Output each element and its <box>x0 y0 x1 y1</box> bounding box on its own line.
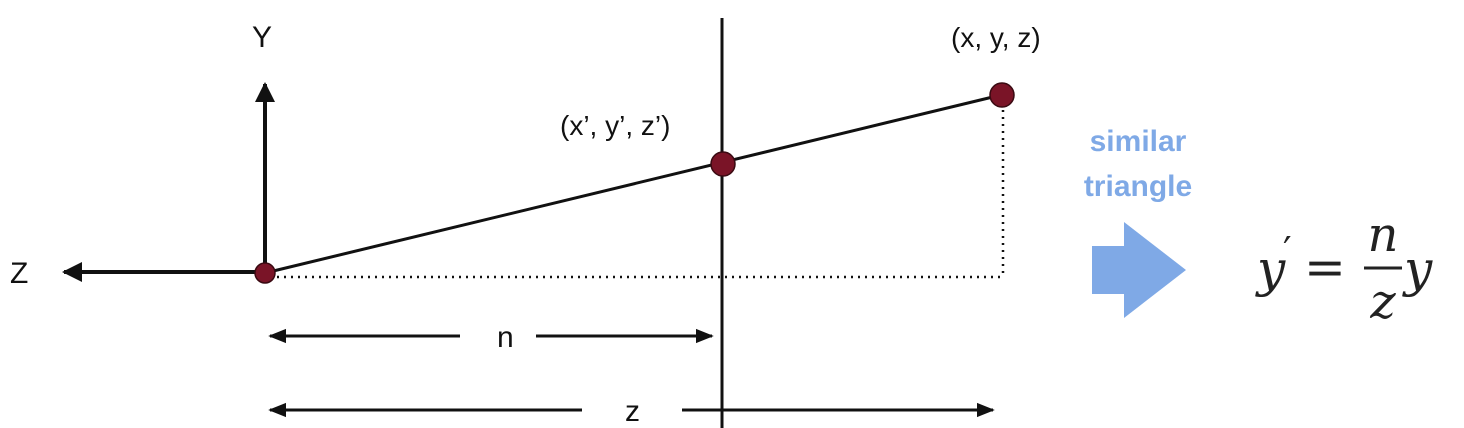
formula-prime: ′ <box>1283 229 1292 273</box>
annotation-line1: similar <box>1090 125 1187 158</box>
far-point-label: (x, y, z) <box>951 22 1041 53</box>
n-dimension-label: n <box>497 321 514 354</box>
y-axis-label: Y <box>252 21 272 54</box>
projection-formula: y ′ = n z y <box>1255 207 1433 330</box>
right-arrow-icon <box>1092 222 1186 318</box>
projection-ray <box>264 93 1002 275</box>
near-point-label: (x’, y’, z’) <box>560 110 670 141</box>
formula-denominator: z <box>1369 274 1396 330</box>
formula-lhs: y <box>1255 240 1286 298</box>
formula-rhs: y <box>1402 240 1433 298</box>
origin-point <box>254 262 276 284</box>
near-point <box>710 151 736 177</box>
formula-numerator: n <box>1368 207 1399 263</box>
z-dimension-label: z <box>625 395 640 428</box>
z-axis-label: Z <box>10 257 28 290</box>
annotation-line2: triangle <box>1084 170 1192 203</box>
formula-equals: = <box>1304 238 1346 296</box>
far-point <box>989 82 1015 108</box>
